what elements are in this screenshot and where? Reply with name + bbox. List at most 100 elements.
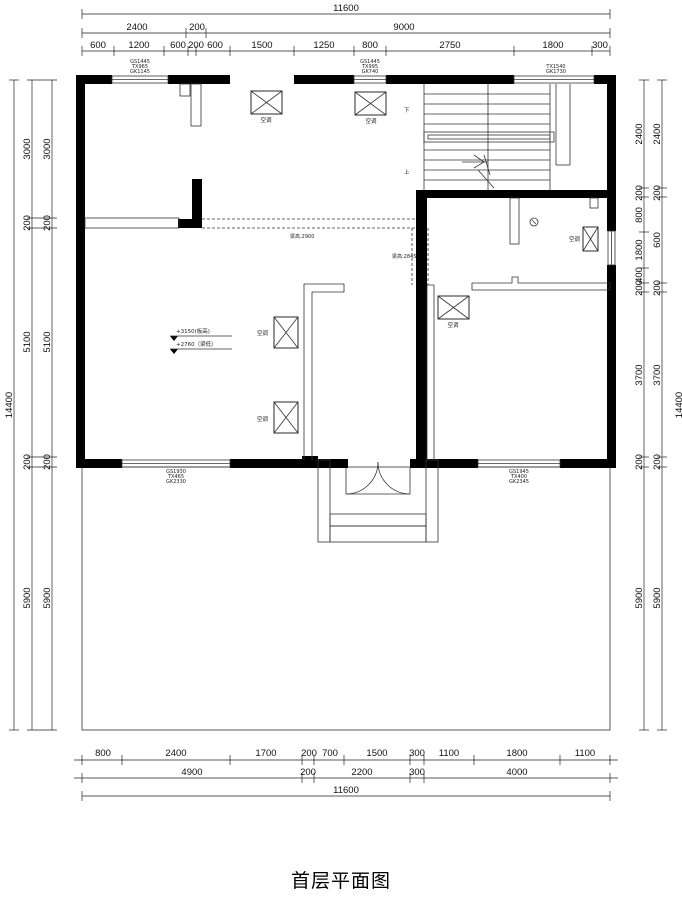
left-dim: 5100 — [22, 331, 33, 352]
bottom-dim-2200: 2200 — [351, 767, 372, 778]
right-dim: 200 — [634, 454, 645, 470]
window-tag: TX995 — [361, 64, 378, 70]
left-dim: 200 — [42, 215, 53, 231]
right-total-dim: 14400 — [674, 392, 682, 418]
window-tag: GS1445 — [130, 59, 150, 65]
right-dim: 3700 — [634, 364, 645, 385]
top-seg-dim: 2750 — [439, 40, 460, 51]
right-dim: 2400 — [634, 123, 645, 144]
left-dim: 3000 — [22, 138, 33, 159]
top-total-dim: 11600 — [333, 3, 359, 14]
window-tag: GK1145 — [130, 69, 150, 75]
ac-unit-2 — [354, 91, 387, 116]
partitions — [84, 83, 611, 460]
top-dim-200: 200 — [189, 22, 205, 33]
ac-unit-5 — [437, 295, 470, 320]
top-seg-dim: 1200 — [128, 40, 149, 51]
fixture-circle — [529, 217, 539, 227]
beam-lines — [202, 218, 429, 285]
ac-unit-4 — [273, 401, 299, 434]
right-dim: 200 — [652, 185, 663, 201]
right-dim: 200 — [652, 280, 663, 296]
level-low-label: +2760（梁低） — [176, 340, 217, 348]
bottom-seg-dim: 1100 — [575, 748, 595, 759]
ac-label: 空调 — [447, 321, 459, 329]
top-dimensions: 11600 2400 200 9000 600 1200 600 200 600… — [81, 3, 611, 56]
ac-label: 空调 — [569, 235, 581, 243]
top-seg-dim: 600 — [170, 40, 186, 51]
left-dim: 3000 — [42, 138, 53, 159]
top-seg-dim: 300 — [592, 40, 608, 51]
beam-label-2: 梁高:2845 — [392, 253, 416, 260]
right-dim: 1800 — [634, 239, 645, 260]
right-dim: 200 — [652, 454, 663, 470]
window-tag: GS1445 — [360, 59, 380, 65]
right-dim: 200 — [634, 185, 645, 201]
window-tag: GS1945 — [509, 469, 529, 475]
right-dim: 400 — [634, 267, 645, 283]
ac-unit-6 — [582, 226, 599, 252]
window-tag: GK2345 — [509, 479, 529, 485]
left-total-dim: 14400 — [4, 392, 15, 418]
bottom-total-dim: 11600 — [333, 785, 359, 796]
ac-label: 空调 — [260, 116, 272, 124]
bottom-dim-4000: 4000 — [506, 767, 527, 778]
window-tag: GK2330 — [166, 479, 186, 485]
right-dim: 5900 — [634, 587, 645, 608]
right-dim: 200 — [634, 280, 645, 296]
level-high-label: +3150(板高) — [176, 327, 210, 335]
bottom-seg-dim: 1100 — [439, 748, 459, 759]
ac-unit-3 — [273, 316, 299, 349]
window-tag: TX400 — [510, 474, 527, 480]
right-dim: 800 — [634, 207, 645, 223]
left-dim: 200 — [42, 454, 53, 470]
bottom-seg-dim: 1500 — [366, 748, 387, 759]
bottom-seg-dim: 300 — [409, 748, 425, 759]
left-dimensions: 14400 3000 200 5100 200 5900 3000 200 51… — [4, 79, 57, 731]
level-markers: +3150(板高) +2760（梁低） — [170, 327, 232, 354]
stair-up-label: 上 — [404, 168, 410, 176]
left-dim: 5900 — [22, 587, 33, 608]
stair-down-label: 下 — [404, 107, 410, 114]
walls — [76, 75, 616, 468]
window-tag: TX965 — [131, 64, 148, 70]
left-dim: 200 — [22, 215, 33, 231]
top-seg-dim: 800 — [362, 40, 378, 51]
top-seg-dim: 1500 — [251, 40, 272, 51]
left-dim: 5900 — [42, 587, 53, 608]
bottom-seg-dim: 1700 — [255, 748, 276, 759]
window-tag: GS1930 — [166, 469, 186, 475]
windows — [111, 75, 616, 468]
ac-label: 空调 — [257, 329, 269, 337]
left-dim: 5100 — [42, 331, 53, 352]
top-seg-dim: 1800 — [542, 40, 563, 51]
window-tags: GS1445 TX965 GK1145 GS1445 TX995 GK740 T… — [130, 59, 566, 485]
bottom-seg-dim: 700 — [322, 748, 338, 759]
right-dim: 3700 — [652, 364, 663, 385]
window-tag: GK1730 — [546, 69, 566, 75]
ac-label: 空调 — [257, 415, 269, 423]
bottom-seg-dim: 1800 — [506, 748, 527, 759]
bottom-seg-dim: 200 — [301, 748, 317, 759]
bottom-seg-dim: 800 — [95, 748, 111, 759]
bottom-seg-dim: 2400 — [165, 748, 186, 759]
right-dimensions: 2400 200 800 1800 400 200 3700 200 5900 … — [634, 79, 682, 731]
entrance — [317, 459, 439, 543]
window-tag: TX1540 — [545, 64, 565, 70]
ac-units: 空调 空调 空调 空调 空调 空调 — [250, 90, 599, 434]
bottom-dim-200: 200 — [300, 767, 316, 778]
top-seg-dim: 600 — [207, 40, 223, 51]
beam-label-1: 梁高:2900 — [290, 233, 314, 240]
left-dim: 200 — [22, 454, 33, 470]
top-dim-2400: 2400 — [126, 22, 147, 33]
right-dim: 600 — [652, 232, 663, 248]
ac-label: 空调 — [365, 117, 377, 125]
bottom-dim-300: 300 — [409, 767, 425, 778]
top-seg-dim: 1250 — [313, 40, 334, 51]
ac-unit-1 — [250, 90, 283, 115]
window-tag: TX465 — [167, 474, 184, 480]
drawing-title: 首层平面图 — [290, 870, 391, 892]
right-dim: 5900 — [652, 587, 663, 608]
window-tag: GK740 — [362, 69, 379, 75]
